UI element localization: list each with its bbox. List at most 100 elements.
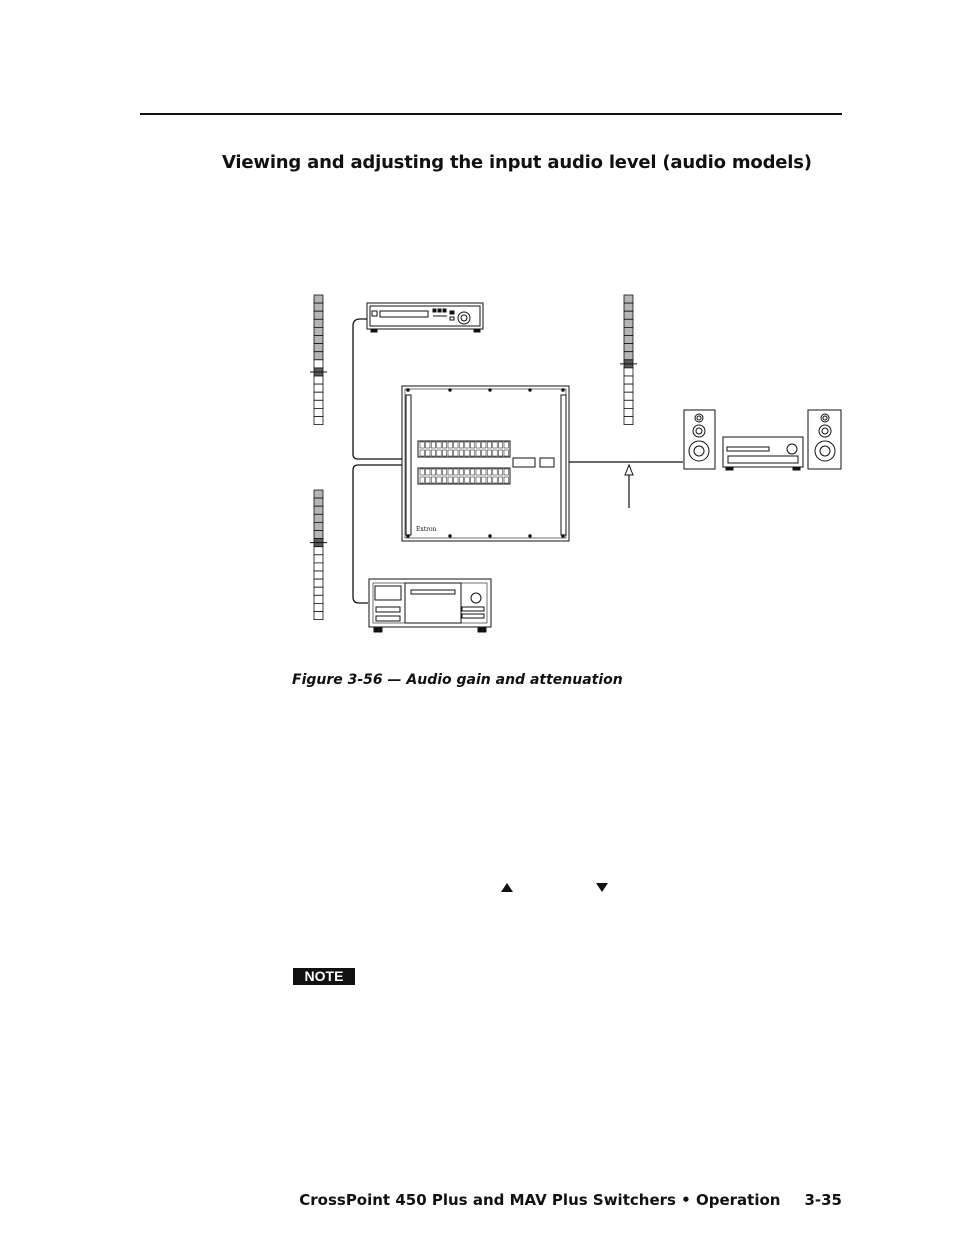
switcher-button <box>458 449 464 457</box>
meter-segment <box>623 318 634 328</box>
switcher-button <box>464 441 470 449</box>
meter-segment <box>313 408 324 417</box>
meter-segment <box>313 327 324 336</box>
up-arrow-icon <box>501 883 513 892</box>
switcher-button <box>486 468 492 476</box>
meter-segment <box>313 399 324 409</box>
page-number: 3-35 <box>804 1191 842 1209</box>
meter-segment <box>623 310 634 320</box>
switcher-button <box>430 449 436 457</box>
meter-segment <box>313 513 324 523</box>
switcher-button <box>486 441 492 449</box>
switcher-button <box>492 449 498 457</box>
switcher-button <box>425 476 431 484</box>
meter-segment <box>623 351 634 361</box>
meter-segment <box>313 562 324 572</box>
switcher-button <box>447 441 453 449</box>
meter-segment <box>623 335 634 345</box>
switcher-button <box>436 441 442 449</box>
switcher-button <box>425 441 431 449</box>
switcher-button <box>503 449 509 457</box>
switcher-button <box>470 441 476 449</box>
switcher-button <box>486 449 492 457</box>
switcher-button <box>486 476 492 484</box>
page-footer: CrossPoint 450 Plus and MAV Plus Switche… <box>299 1191 842 1209</box>
switcher-button <box>447 476 453 484</box>
meter-segment <box>313 375 324 385</box>
switcher-button <box>447 468 453 476</box>
meter-segment <box>313 351 324 361</box>
meter-segment <box>313 554 324 564</box>
stereo-system <box>683 409 842 471</box>
meter-segment <box>313 383 324 393</box>
top-rule <box>140 113 842 115</box>
meter-segment <box>623 391 634 401</box>
vcr-input-meter <box>310 294 327 426</box>
audio-cables <box>352 318 683 604</box>
down-arrow-icon <box>596 883 608 892</box>
meter-segment <box>313 570 324 580</box>
meter-segment <box>313 530 324 540</box>
meter-segment <box>313 391 324 401</box>
meter-segment <box>313 497 324 507</box>
switcher-button <box>498 476 504 484</box>
switcher-button <box>419 441 425 449</box>
switcher-button <box>419 468 425 476</box>
meter-segment <box>623 302 634 312</box>
meter-segment <box>313 505 324 515</box>
switcher-button <box>458 441 464 449</box>
section-heading: Viewing and adjusting the input audio le… <box>222 152 812 173</box>
switcher-button <box>503 441 509 449</box>
output-level-arrow <box>624 463 634 508</box>
switcher-button <box>475 441 481 449</box>
switcher-button <box>470 449 476 457</box>
meter-segment <box>313 302 324 312</box>
switcher-button <box>430 468 436 476</box>
switcher-button <box>442 449 448 457</box>
meter-segment <box>313 335 324 345</box>
meter-segment <box>313 546 324 556</box>
meter-segment <box>623 327 634 336</box>
meter-segment <box>313 343 324 353</box>
switcher-button <box>430 441 436 449</box>
note-badge: NOTE <box>293 968 355 985</box>
meter-segment <box>623 383 634 393</box>
switcher-button <box>498 449 504 457</box>
cd-input-meter <box>310 489 327 621</box>
switcher-button <box>447 449 453 457</box>
meter-segment <box>313 586 324 596</box>
switcher-button <box>464 476 470 484</box>
switcher-button <box>419 476 425 484</box>
meter-segment <box>313 611 324 621</box>
switcher-button <box>492 468 498 476</box>
switcher-button <box>481 468 487 476</box>
switcher-button <box>453 441 459 449</box>
cd-changer <box>368 578 492 633</box>
meter-segment <box>623 294 634 304</box>
meter-segment <box>623 343 634 353</box>
meter-segment <box>623 399 634 409</box>
switcher-chassis: Extron <box>401 385 570 542</box>
switcher-button <box>458 468 464 476</box>
meter-segment <box>313 416 324 426</box>
switcher-button <box>470 468 476 476</box>
meter-segment <box>313 359 324 369</box>
switcher-button <box>498 441 504 449</box>
switcher-button <box>442 468 448 476</box>
meter-segment <box>313 294 324 304</box>
output-meter <box>620 294 637 426</box>
switcher-button <box>503 476 509 484</box>
switcher-button <box>425 449 431 457</box>
meter-segment <box>623 408 634 417</box>
meter-segment <box>313 602 324 612</box>
switcher-button <box>475 476 481 484</box>
switcher-button <box>442 441 448 449</box>
switcher-button <box>436 449 442 457</box>
switcher-button <box>492 441 498 449</box>
audio-gain-figure: Extron <box>310 294 842 633</box>
meter-segment <box>623 416 634 426</box>
switcher-button <box>436 468 442 476</box>
switcher-button <box>453 468 459 476</box>
switcher-button <box>464 449 470 457</box>
switcher-button <box>425 468 431 476</box>
